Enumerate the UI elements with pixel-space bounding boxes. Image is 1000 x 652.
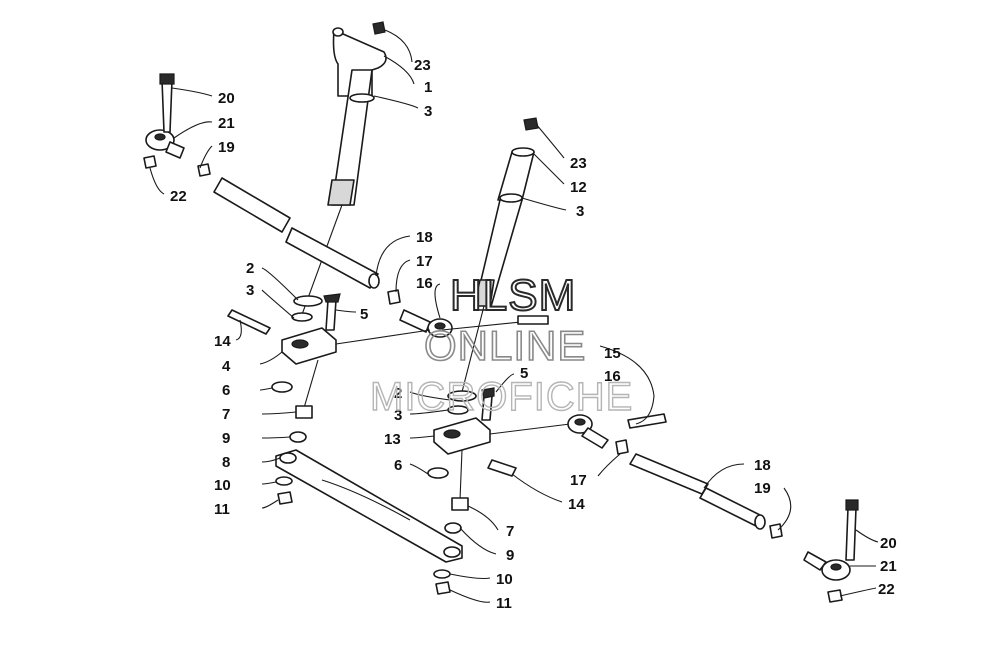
callout-left-2: 2 bbox=[246, 260, 254, 277]
washer-right-2 bbox=[447, 390, 477, 402]
watermark-line-3: MICROFICHE bbox=[370, 375, 633, 419]
callout-left-5: 5 bbox=[360, 306, 368, 323]
callout-right-10: 10 bbox=[496, 571, 513, 588]
callout-left-3-top: 3 bbox=[424, 103, 432, 120]
rod-end-right bbox=[803, 551, 851, 581]
callout-right-6: 6 bbox=[394, 457, 402, 474]
callout-left-6: 6 bbox=[222, 382, 230, 399]
callout-left-16: 16 bbox=[416, 275, 433, 292]
washer-right-9 bbox=[444, 522, 462, 534]
callout-left-7: 7 bbox=[222, 406, 230, 423]
washer-left-10 bbox=[275, 476, 293, 486]
nut-right-22 bbox=[827, 589, 843, 603]
bushing-right-7 bbox=[451, 497, 469, 511]
bolt-left-20 bbox=[161, 79, 173, 133]
clip-left-6 bbox=[271, 381, 293, 393]
watermark-line-2: ONLINE bbox=[424, 322, 586, 369]
bushing-left-3 bbox=[291, 312, 313, 322]
bolt-right-20 bbox=[845, 507, 857, 561]
drag-link-left bbox=[275, 449, 463, 563]
callout-right-19: 19 bbox=[754, 480, 771, 497]
nut-left-11b bbox=[435, 581, 451, 595]
callout-left-4: 4 bbox=[222, 358, 231, 375]
nut-left-11 bbox=[277, 491, 293, 505]
watermark-line-1: HLSM bbox=[450, 271, 576, 320]
bolt-head-left-20 bbox=[159, 73, 175, 85]
rod-end-right-center bbox=[567, 414, 609, 449]
nut-right-17 bbox=[615, 439, 629, 455]
bolt-right-14 bbox=[487, 459, 517, 477]
callout-right-23: 23 bbox=[570, 155, 587, 172]
callout-left-22: 22 bbox=[170, 188, 187, 205]
bushing-right-top bbox=[499, 193, 523, 203]
callout-left-1: 1 bbox=[424, 79, 432, 96]
bushing-left-top bbox=[349, 93, 375, 103]
callout-left-9: 9 bbox=[222, 430, 230, 447]
nut-left-22 bbox=[143, 155, 157, 169]
callout-right-16: 16 bbox=[604, 368, 621, 385]
bolt-right-16 bbox=[627, 413, 667, 429]
callout-left-3-mid: 3 bbox=[246, 282, 254, 299]
callout-right-7: 7 bbox=[506, 523, 514, 540]
callout-right-9: 9 bbox=[506, 547, 514, 564]
leader-lines bbox=[149, 29, 879, 603]
callout-left-23: 23 bbox=[414, 57, 431, 74]
clip-right-6 bbox=[427, 467, 449, 479]
callout-right-17: 17 bbox=[570, 472, 587, 489]
rod-end-center bbox=[399, 309, 453, 338]
callout-left-11: 11 bbox=[214, 501, 230, 518]
callout-right-21: 21 bbox=[880, 558, 897, 575]
callout-left-8: 8 bbox=[222, 454, 230, 471]
watermark: HLSM ONLINE MICROFICHE bbox=[369, 270, 633, 420]
bushing-left-7 bbox=[295, 405, 313, 419]
callout-right-20: 20 bbox=[880, 535, 897, 552]
callout-left-19: 19 bbox=[218, 139, 235, 156]
tie-rod-left bbox=[213, 177, 380, 289]
callout-right-22: 22 bbox=[878, 581, 895, 598]
nut-left-17 bbox=[387, 289, 401, 305]
bolt-left-14 bbox=[227, 309, 271, 335]
nut-right-19 bbox=[769, 523, 783, 539]
callout-left-17: 17 bbox=[416, 253, 433, 270]
steering-post-left bbox=[299, 27, 387, 321]
callout-left-21: 21 bbox=[218, 115, 235, 132]
callout-right-14: 14 bbox=[568, 496, 585, 513]
bolt-head-right-20 bbox=[845, 499, 859, 511]
tie-rod-right bbox=[629, 453, 766, 530]
callout-numbers: 23 1 3 20 21 19 22 18 17 16 2 3 5 14 4 6… bbox=[170, 57, 897, 612]
washer-left-10b bbox=[433, 569, 451, 579]
callout-right-3-top: 3 bbox=[576, 203, 584, 220]
callout-right-11: 11 bbox=[496, 595, 512, 612]
callout-right-15: 15 bbox=[604, 345, 621, 362]
callout-right-12: 12 bbox=[570, 179, 587, 196]
nut-left-19 bbox=[197, 163, 211, 177]
bolt-head-left-5 bbox=[323, 293, 341, 303]
bolt-head-right-5 bbox=[481, 387, 495, 399]
callout-left-14: 14 bbox=[214, 333, 231, 350]
callout-right-13: 13 bbox=[384, 431, 401, 448]
callout-right-5: 5 bbox=[520, 365, 528, 382]
callout-right-2: 2 bbox=[394, 385, 402, 402]
cap-left-top bbox=[372, 21, 386, 35]
callout-left-18: 18 bbox=[416, 229, 433, 246]
bolt-left-5 bbox=[325, 299, 337, 331]
callout-left-10: 10 bbox=[214, 477, 231, 494]
callout-right-18: 18 bbox=[754, 457, 771, 474]
cap-right-top bbox=[523, 117, 539, 131]
washer-left-9 bbox=[289, 431, 307, 443]
steering-post-right bbox=[461, 147, 535, 393]
rod-end-left bbox=[145, 129, 185, 159]
pitman-arm-left bbox=[281, 327, 337, 365]
callout-left-20: 20 bbox=[218, 90, 235, 107]
bolt-right-15 bbox=[517, 315, 549, 325]
washer-left-2 bbox=[293, 295, 323, 307]
pitman-arm-right bbox=[433, 417, 491, 455]
callout-right-3-mid: 3 bbox=[394, 407, 402, 424]
